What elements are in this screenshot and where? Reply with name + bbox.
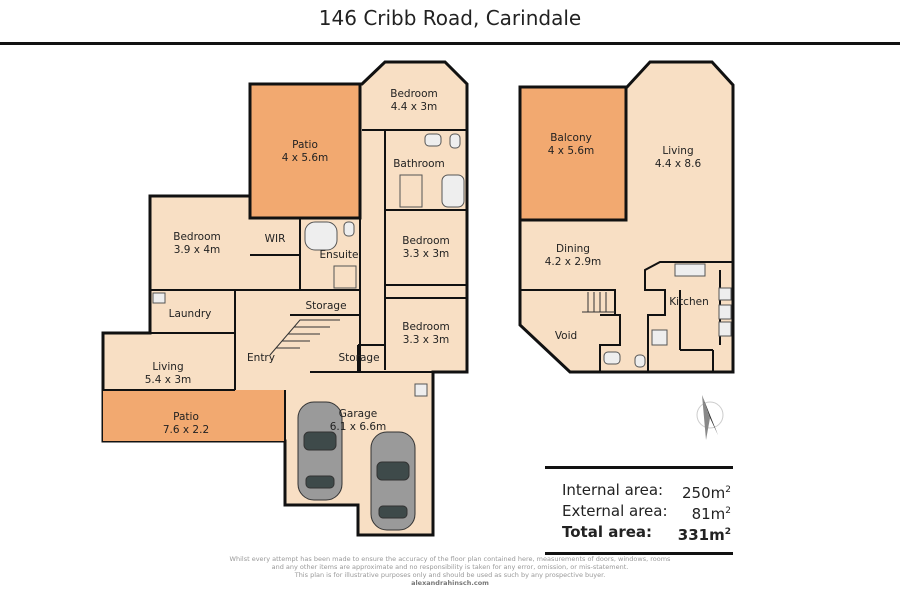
north-compass-icon xyxy=(696,395,724,440)
stairs-icon xyxy=(582,292,615,313)
area-value: 250m xyxy=(682,484,726,502)
room-dims: 3.3 x 3m xyxy=(403,248,450,260)
sink-icon xyxy=(674,263,706,277)
shower-icon xyxy=(333,265,357,289)
room-name: Living xyxy=(662,145,693,157)
ground-floor xyxy=(101,60,469,537)
room-dims: 7.6 x 2.2 xyxy=(163,424,209,436)
room-name: Balcony xyxy=(550,132,592,144)
room-name: Patio xyxy=(173,411,199,423)
car-icon xyxy=(370,431,416,531)
bathtub-icon xyxy=(304,221,338,251)
appliance-icon xyxy=(718,321,732,337)
bathtub-icon xyxy=(441,174,465,208)
stairs-icon xyxy=(269,319,340,356)
room-name: Patio xyxy=(292,139,318,151)
disclaimer: Whilst every attempt has been made to en… xyxy=(150,555,750,587)
area-row-internal: Internal area: 250m2 xyxy=(545,481,733,502)
room-dims: 3.3 x 3m xyxy=(403,334,450,346)
area-unit-superscript: 2 xyxy=(725,485,731,495)
upper-floor-labels: Balcony 4 x 5.6m Living 4.4 x 8.6 Dining… xyxy=(545,132,709,342)
room-name: Living xyxy=(152,361,183,373)
room-name: Bedroom xyxy=(173,231,221,243)
ground-floor-labels: Bedroom 4.4 x 3m Patio 4 x 5.6m Bathroom… xyxy=(145,88,450,436)
toilet-icon xyxy=(449,133,461,149)
area-row-total: Total area: 331m2 xyxy=(545,523,733,544)
disclaimer-line: This plan is for illustrative purposes o… xyxy=(294,571,606,579)
upper-floor xyxy=(518,60,735,374)
balcony xyxy=(518,85,628,222)
area-unit-superscript: 2 xyxy=(724,527,731,537)
room-dims: 6.1 x 6.6m xyxy=(330,421,387,433)
disclaimer-line: and any other items are approximate and … xyxy=(271,563,629,571)
room-dims: 5.4 x 3m xyxy=(145,374,192,386)
area-value: 81m xyxy=(691,505,726,523)
room-name: Storage xyxy=(305,300,346,312)
room-dims: 4.4 x 3m xyxy=(391,101,438,113)
disclaimer-line: Whilst every attempt has been made to en… xyxy=(229,555,671,563)
area-value: 331m xyxy=(677,526,725,544)
website-link[interactable]: alexandrahinsch.com xyxy=(411,579,489,587)
room-name: Storage xyxy=(338,352,379,364)
toilet-icon xyxy=(603,351,621,365)
room-name: Bedroom xyxy=(390,88,438,100)
patio-small xyxy=(103,390,285,441)
sink-icon xyxy=(634,354,646,368)
room-name: Ensuite xyxy=(320,249,359,261)
area-summary: Internal area: 250m2 External area: 81m2… xyxy=(545,466,733,555)
room-name: Bedroom xyxy=(402,321,450,333)
room-name: Dining xyxy=(556,243,590,255)
room-dims: 3.9 x 4m xyxy=(174,244,221,256)
room-name: Garage xyxy=(339,408,377,420)
shower-icon xyxy=(399,174,423,208)
patio-main xyxy=(248,82,362,220)
room-name: Entry xyxy=(247,352,275,364)
room-dims: 4 x 5.6m xyxy=(282,152,329,164)
fridge-icon xyxy=(718,287,732,301)
room-name: Kitchen xyxy=(669,296,708,308)
title-divider xyxy=(0,42,900,45)
sink-icon xyxy=(424,133,442,147)
room-name: WIR xyxy=(265,233,286,245)
room-name: Laundry xyxy=(169,308,212,320)
area-label: Total area: xyxy=(562,523,653,541)
sink-icon xyxy=(152,292,166,304)
room-name: Bedroom xyxy=(402,235,450,247)
hot-water-icon xyxy=(414,383,428,397)
room-name: Bathroom xyxy=(393,158,445,170)
area-label: Internal area: xyxy=(562,481,664,499)
area-row-external: External area: 81m2 xyxy=(545,502,733,523)
room-name: Void xyxy=(555,330,577,342)
page-title: 146 Cribb Road, Carindale xyxy=(318,6,582,30)
area-label: External area: xyxy=(562,502,668,520)
room-dims: 4.4 x 8.6 xyxy=(655,158,702,170)
area-unit-superscript: 2 xyxy=(725,506,731,516)
room-dims: 4.2 x 2.9m xyxy=(545,256,602,268)
car-icon xyxy=(297,401,343,501)
appliance-icon xyxy=(718,304,732,320)
cooktop-icon xyxy=(651,329,668,346)
toilet-icon xyxy=(343,221,355,237)
room-dims: 4 x 5.6m xyxy=(548,145,595,157)
